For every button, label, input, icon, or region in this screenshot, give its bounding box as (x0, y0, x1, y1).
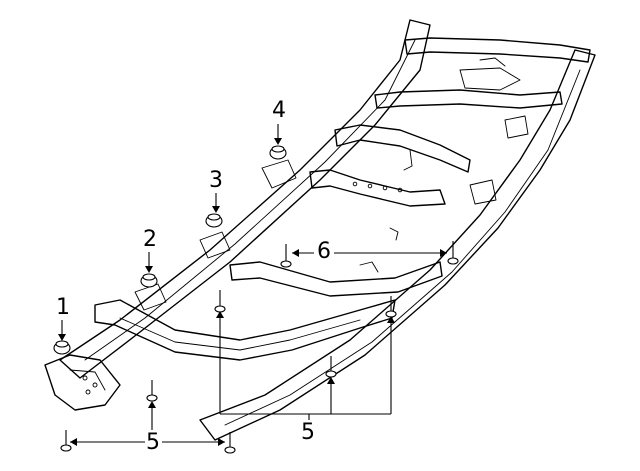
callout-4: 4 (271, 98, 287, 123)
body-mount-2 (140, 273, 158, 288)
bolt-5-lower (146, 380, 158, 402)
body-mount-4 (269, 145, 287, 160)
callout-3: 3 (208, 168, 224, 193)
bolt-5-far-left (60, 430, 72, 452)
body-mount-3 (205, 213, 223, 228)
callout-2: 2 (142, 227, 158, 252)
callout-5-left: 5 (145, 430, 161, 455)
bolt-6-right (447, 241, 459, 265)
bolt-5-bottom-center (224, 432, 236, 454)
callout-6: 6 (316, 239, 332, 264)
bolt-6-left (280, 244, 292, 268)
bolt-group (60, 241, 459, 454)
bolt-5-front-left (214, 290, 226, 313)
leader-lines (58, 124, 447, 446)
bolt-5-rear-right (385, 296, 397, 318)
callout-5-right: 5 (300, 420, 316, 445)
chassis-frame (44, 19, 596, 441)
callout-1: 1 (55, 295, 71, 320)
body-mount-1 (53, 340, 71, 355)
